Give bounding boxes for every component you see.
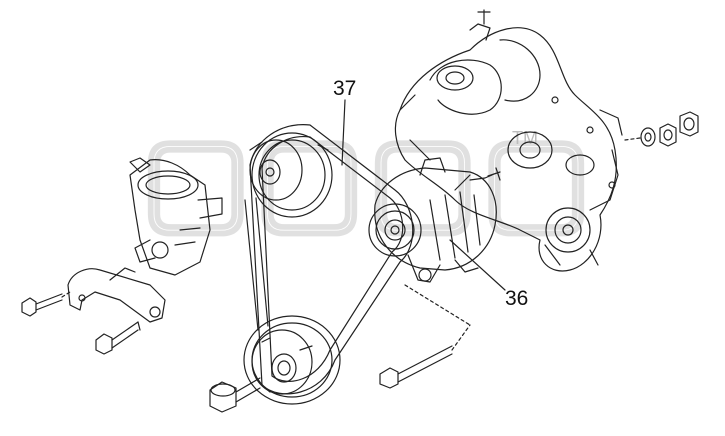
bolt-bracket	[96, 322, 140, 354]
bolt-small-left	[22, 292, 70, 316]
pump-bracket	[68, 268, 165, 322]
drive-belt	[245, 125, 413, 394]
bolt-crank	[210, 378, 260, 412]
steering-pump	[130, 158, 222, 275]
upper-pulley	[250, 133, 332, 217]
bolt-long-alternator	[380, 285, 470, 388]
leader-line-36	[450, 240, 505, 290]
alternator	[369, 158, 500, 282]
engine-cover	[395, 10, 622, 271]
callout-belt-number: 37	[333, 77, 357, 100]
watermark-trademark: TM	[512, 128, 538, 148]
leader-line-37	[342, 100, 345, 165]
callout-alternator-number: 36	[505, 287, 529, 310]
washer-and-nuts	[625, 112, 698, 146]
